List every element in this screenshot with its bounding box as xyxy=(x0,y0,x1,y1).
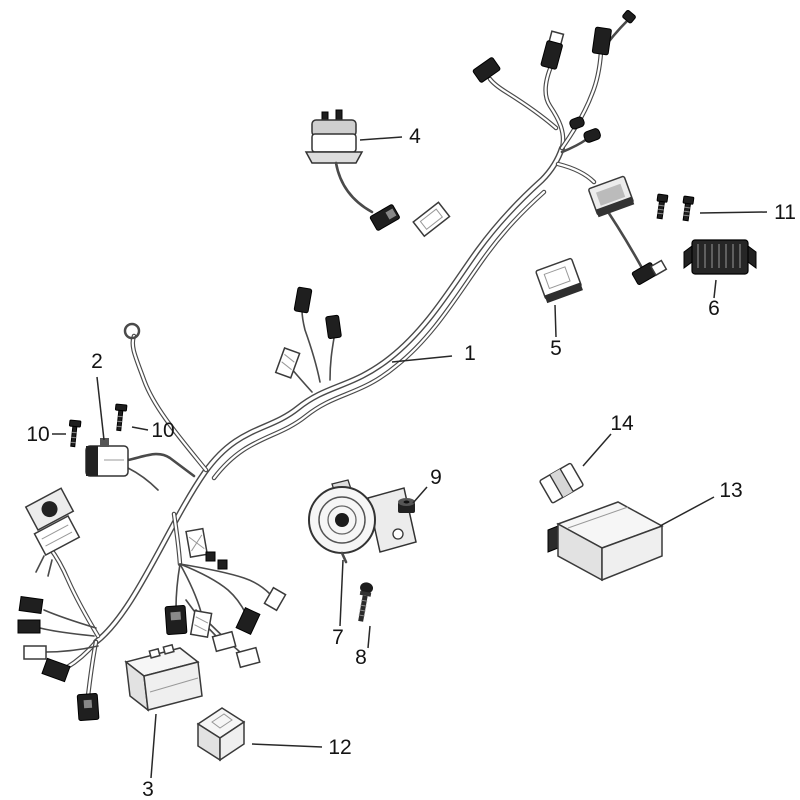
screw-part-11-left xyxy=(656,193,669,220)
leader-line xyxy=(150,713,157,779)
wire-harness-trunk xyxy=(93,145,565,645)
leader-line xyxy=(412,486,428,504)
leader-line xyxy=(251,743,323,748)
leader-line xyxy=(582,433,612,467)
cdi-unit-part-3 xyxy=(124,643,203,712)
leader-line xyxy=(699,211,768,214)
fuse-part-14 xyxy=(539,462,584,504)
part-number-label: 11 xyxy=(774,201,796,224)
part-number-label: 12 xyxy=(328,736,351,759)
part-number-label: 10 xyxy=(151,419,174,442)
leader-line xyxy=(96,376,105,441)
bolt-part-8 xyxy=(358,582,374,622)
part-number-label: 5 xyxy=(550,337,562,360)
connector-branch-f xyxy=(631,259,668,285)
part-number-label: 8 xyxy=(355,646,367,669)
harness-left-loop xyxy=(123,322,209,473)
leader-line xyxy=(713,279,717,299)
part-number-label: 7 xyxy=(332,626,344,649)
connector-top-a xyxy=(472,57,501,83)
part-number-label: 4 xyxy=(409,125,421,148)
part-number-label: 3 xyxy=(142,778,154,800)
connector-large-top xyxy=(588,175,635,218)
part-number-label: 6 xyxy=(708,297,720,320)
leader-line xyxy=(359,136,403,141)
connector-round-pair xyxy=(569,116,601,143)
ecu-box-part-13 xyxy=(547,501,664,582)
screw-part-11-right xyxy=(682,195,695,222)
part-number-label: 9 xyxy=(430,466,442,489)
part-number-label: 1 xyxy=(464,342,476,365)
leader-line xyxy=(554,304,557,338)
rectifier-part-6 xyxy=(683,239,757,275)
leader-line xyxy=(131,426,149,431)
connector-top-c xyxy=(591,10,636,56)
connector-part-5 xyxy=(535,257,583,304)
leader-lines xyxy=(52,136,768,779)
leader-line xyxy=(367,625,371,649)
harness-cdi-branches xyxy=(164,511,287,669)
connector-top-b xyxy=(540,30,565,70)
leader-line xyxy=(391,355,453,363)
bolt-part-10-left xyxy=(68,419,82,448)
harness-mid-branches xyxy=(274,286,342,393)
leader-line xyxy=(659,496,715,527)
rubber-mount-part-12 xyxy=(196,707,246,762)
leader-line xyxy=(339,559,344,627)
part-number-label: 14 xyxy=(610,412,634,435)
part-number-label: 13 xyxy=(719,479,742,502)
nut-part-9 xyxy=(398,498,415,513)
connector-mid-white xyxy=(412,201,451,238)
part-number-label: 2 xyxy=(91,350,103,373)
horn-part-7 xyxy=(308,479,417,564)
ignition-coil-part-2 xyxy=(85,438,196,491)
relay-part-4 xyxy=(304,109,400,231)
harness-top-branches xyxy=(487,18,644,270)
bolt-part-10-right xyxy=(114,403,128,432)
part-number-label: 10 xyxy=(26,423,49,446)
left-speaker-assembly xyxy=(24,487,81,577)
harness-lower-left-branches xyxy=(17,545,101,722)
